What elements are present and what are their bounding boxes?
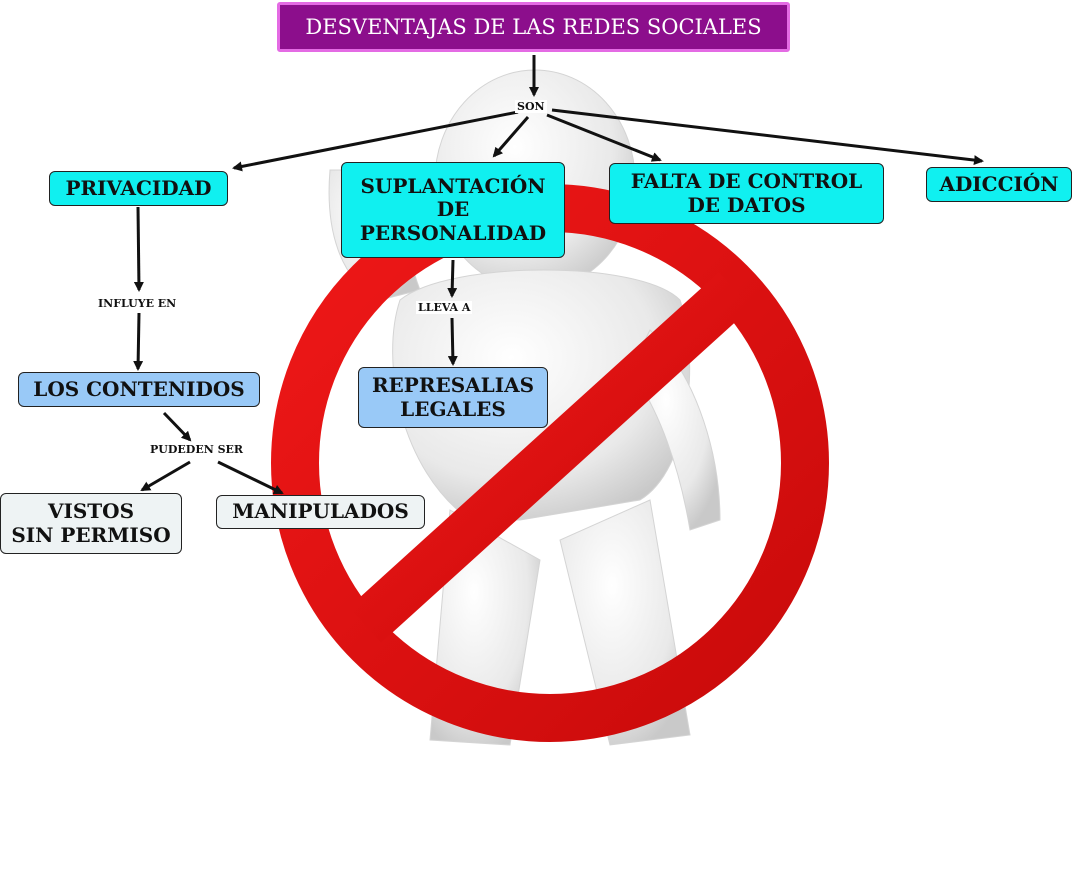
node-adiccion-label: ADICCIÓN [939, 171, 1059, 196]
node-vistos-line-2: SIN PERMISO [11, 522, 171, 547]
arrow-son-to-adiccion [551, 108, 984, 166]
node-contenidos: LOS CONTENIDOS [18, 372, 260, 407]
node-suplantacion-line-1: SUPLANTACIÓN [360, 173, 546, 198]
arrow-contenidos-to-pueden [162, 411, 192, 442]
arrow-son-to-suplantacion [492, 116, 530, 158]
node-vistos: VISTOS SIN PERMISO [0, 493, 182, 554]
node-privacidad: PRIVACIDAD [49, 171, 228, 206]
node-contenidos-label: LOS CONTENIDOS [33, 376, 245, 401]
node-falta-control-line-1: FALTA DE CONTROL [630, 168, 863, 193]
arrow-son-to-privacidad [232, 110, 519, 172]
diagram-title: DESVENTAJAS DE LAS REDES SOCIALES [277, 2, 790, 52]
node-vistos-line-1: VISTOS [47, 498, 135, 523]
node-manipulados: MANIPULADOS [216, 495, 425, 529]
node-falta-control: FALTA DE CONTROL DE DATOS [609, 163, 884, 224]
link-label-son: SON [515, 100, 547, 113]
node-suplantacion-line-3: PERSONALIDAD [359, 220, 547, 245]
link-label-pueden-ser: PUDEDEN SER [148, 443, 246, 456]
arrow-pueden-to-manipulados [217, 460, 284, 495]
node-manipulados-label: MANIPULADOS [232, 499, 409, 524]
connectors [133, 55, 984, 495]
node-represalias-line-1: REPRESALIAS [371, 372, 535, 397]
node-suplantacion-line-2: DE [436, 197, 470, 222]
node-privacidad-label: PRIVACIDAD [65, 175, 212, 200]
node-represalias-line-2: LEGALES [400, 396, 506, 421]
arrow-privacidad-to-influye [133, 206, 144, 292]
link-label-influye-en: INFLUYE EN [96, 297, 179, 310]
arrow-suplantacion-to-lleva [447, 259, 458, 298]
node-falta-control-line-2: DE DATOS [687, 192, 806, 217]
figure-icon [328, 69, 721, 746]
arrow-son-to-falta-control [546, 113, 662, 162]
arrow-influye-to-contenidos [133, 312, 144, 371]
arrow-lleva-to-represalias [447, 317, 458, 366]
diagram-title-text: DESVENTAJAS DE LAS REDES SOCIALES [305, 14, 762, 39]
node-represalias: REPRESALIAS LEGALES [358, 367, 548, 428]
arrow-pueden-to-vistos [140, 460, 191, 492]
link-label-lleva-a: LLEVA A [416, 301, 473, 314]
node-suplantacion: SUPLANTACIÓN DE PERSONALIDAD [341, 162, 565, 258]
node-adiccion: ADICCIÓN [926, 167, 1072, 202]
